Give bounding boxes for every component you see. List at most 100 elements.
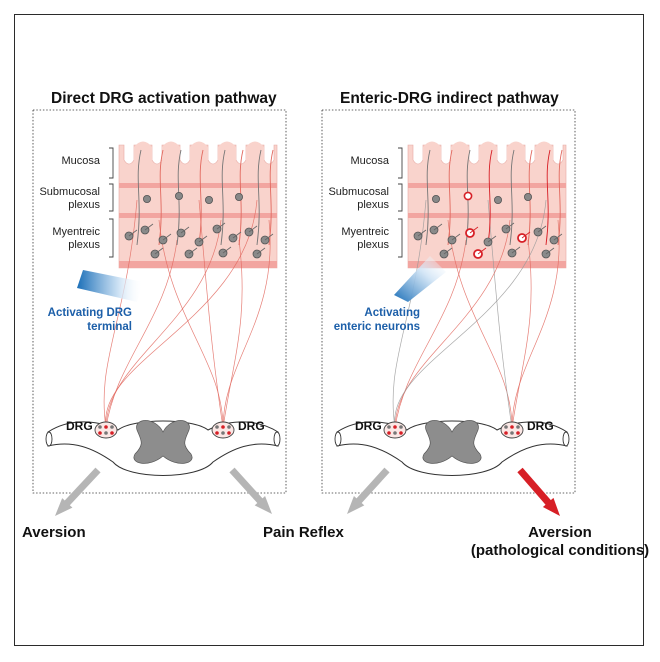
- sensory-fiber: [222, 219, 271, 429]
- villus: [218, 141, 236, 160]
- nerve-ending: [447, 149, 453, 246]
- outcome-pain-reflex: Pain Reflex: [263, 524, 344, 541]
- drg-neuron: [227, 425, 231, 429]
- outcome-pathological-conditions: (pathological conditions): [470, 542, 650, 559]
- layer-bracket: [398, 147, 403, 179]
- grey-matter: [422, 420, 482, 464]
- neuron-process: [477, 247, 487, 255]
- layer-label-submucosal-plexus: plexus: [68, 199, 100, 211]
- neuron-process: [511, 246, 521, 254]
- nerve-ending: [545, 149, 551, 246]
- nerve-root-end: [273, 431, 281, 447]
- nerve-ending: [557, 149, 563, 246]
- layer-bracket: [109, 183, 114, 212]
- layer-bracket: [398, 218, 403, 258]
- drg-neuron: [221, 425, 225, 429]
- intestinal-wall: [118, 144, 278, 269]
- light-beam-icon: [77, 270, 143, 302]
- drg-neuron: [98, 431, 102, 435]
- layer-label-mucosa-r: Mucosa: [350, 155, 389, 167]
- drg-neuron: [227, 431, 231, 435]
- layer-label-myenteric: Myentreic: [52, 226, 100, 238]
- drg-neuron: [399, 425, 403, 429]
- sensory-fiber: [394, 199, 547, 429]
- tissue-band: [408, 261, 566, 268]
- drg-neuron: [221, 431, 225, 435]
- layer-bracket: [109, 147, 114, 179]
- drg-neuron: [104, 431, 108, 435]
- neuron-process: [232, 231, 242, 239]
- sensory-fiber: [511, 219, 560, 429]
- drg-label-left-b: DRG: [238, 419, 265, 433]
- outer-frame: [14, 14, 644, 646]
- neuron-process: [198, 235, 208, 243]
- nerve-ending: [136, 149, 142, 246]
- activation-label-drg: Activating DRG: [47, 307, 132, 319]
- sensory-fiber: [222, 239, 243, 429]
- drg-neuron: [110, 431, 114, 435]
- nerve-root-end: [334, 431, 342, 447]
- neuron-process: [144, 223, 154, 231]
- nerve-root-end: [45, 431, 53, 447]
- sensory-fiber: [105, 219, 222, 429]
- drg-label-left-a: DRG: [66, 419, 93, 433]
- neuron-process: [256, 247, 266, 255]
- nerve-root-end: [562, 431, 570, 447]
- drg-neuron: [393, 431, 397, 435]
- nerve-ending: [509, 149, 515, 246]
- villus: [246, 141, 264, 160]
- neuron-process: [433, 223, 443, 231]
- panel-frame: [321, 109, 576, 494]
- neuron-process: [505, 222, 515, 230]
- sensory-fiber: [105, 199, 258, 429]
- layer-label-myenteric-r: Myentreic: [341, 226, 389, 238]
- neuron-process: [222, 246, 232, 254]
- nerve-ending: [220, 149, 226, 246]
- nerve-ending: [268, 149, 274, 246]
- drg-ganglion: [94, 421, 118, 439]
- layer-label-submucosal-r: Submucosal: [328, 186, 389, 198]
- tissue-band: [119, 183, 277, 188]
- tissue-band: [119, 261, 277, 268]
- sensory-fiber: [105, 239, 178, 429]
- villus: [507, 141, 525, 160]
- layer-label-myenteric-plexus: plexus: [68, 239, 100, 251]
- activation-label-enteric-neurons: enteric neurons: [333, 321, 420, 333]
- drg-neuron: [215, 425, 219, 429]
- submucosal-neuron: [431, 194, 440, 203]
- neuron-process: [188, 247, 198, 255]
- outcome-arrows: [55, 467, 560, 516]
- neuron-process: [537, 225, 547, 233]
- layer-bracket: [109, 218, 114, 258]
- neuron-process: [162, 233, 172, 241]
- outcome-aversion-pathological: Aversion: [528, 524, 592, 541]
- drg-neuron: [510, 431, 514, 435]
- sensory-fiber: [394, 219, 511, 429]
- sensory-fiber: [511, 239, 532, 429]
- neuron-process: [128, 229, 138, 237]
- neuron-process: [154, 247, 164, 255]
- submucosal-neuron: [204, 195, 213, 204]
- drg-neuron: [504, 431, 508, 435]
- light-beam-icon: [394, 256, 446, 302]
- villus: [162, 141, 180, 160]
- drg-neuron: [387, 425, 391, 429]
- layer-label-submucosal: Submucosal: [39, 186, 100, 198]
- nerve-ending: [198, 149, 204, 246]
- sensory-fiber: [392, 199, 427, 429]
- tissue-band: [119, 213, 277, 218]
- layer-label-mucosa: Mucosa: [61, 155, 100, 167]
- drg-neuron: [393, 425, 397, 429]
- drg-ganglion: [500, 421, 524, 439]
- sensory-fiber: [394, 239, 467, 429]
- submucosal-neuron: [234, 192, 243, 201]
- tissue-band: [408, 213, 566, 218]
- tissue-band: [408, 183, 566, 188]
- villus: [423, 141, 441, 160]
- arrow-down-icon: [517, 467, 560, 516]
- intestinal-wall: [407, 144, 567, 269]
- nerve-ending: [158, 149, 164, 246]
- drg-neuron: [516, 425, 520, 429]
